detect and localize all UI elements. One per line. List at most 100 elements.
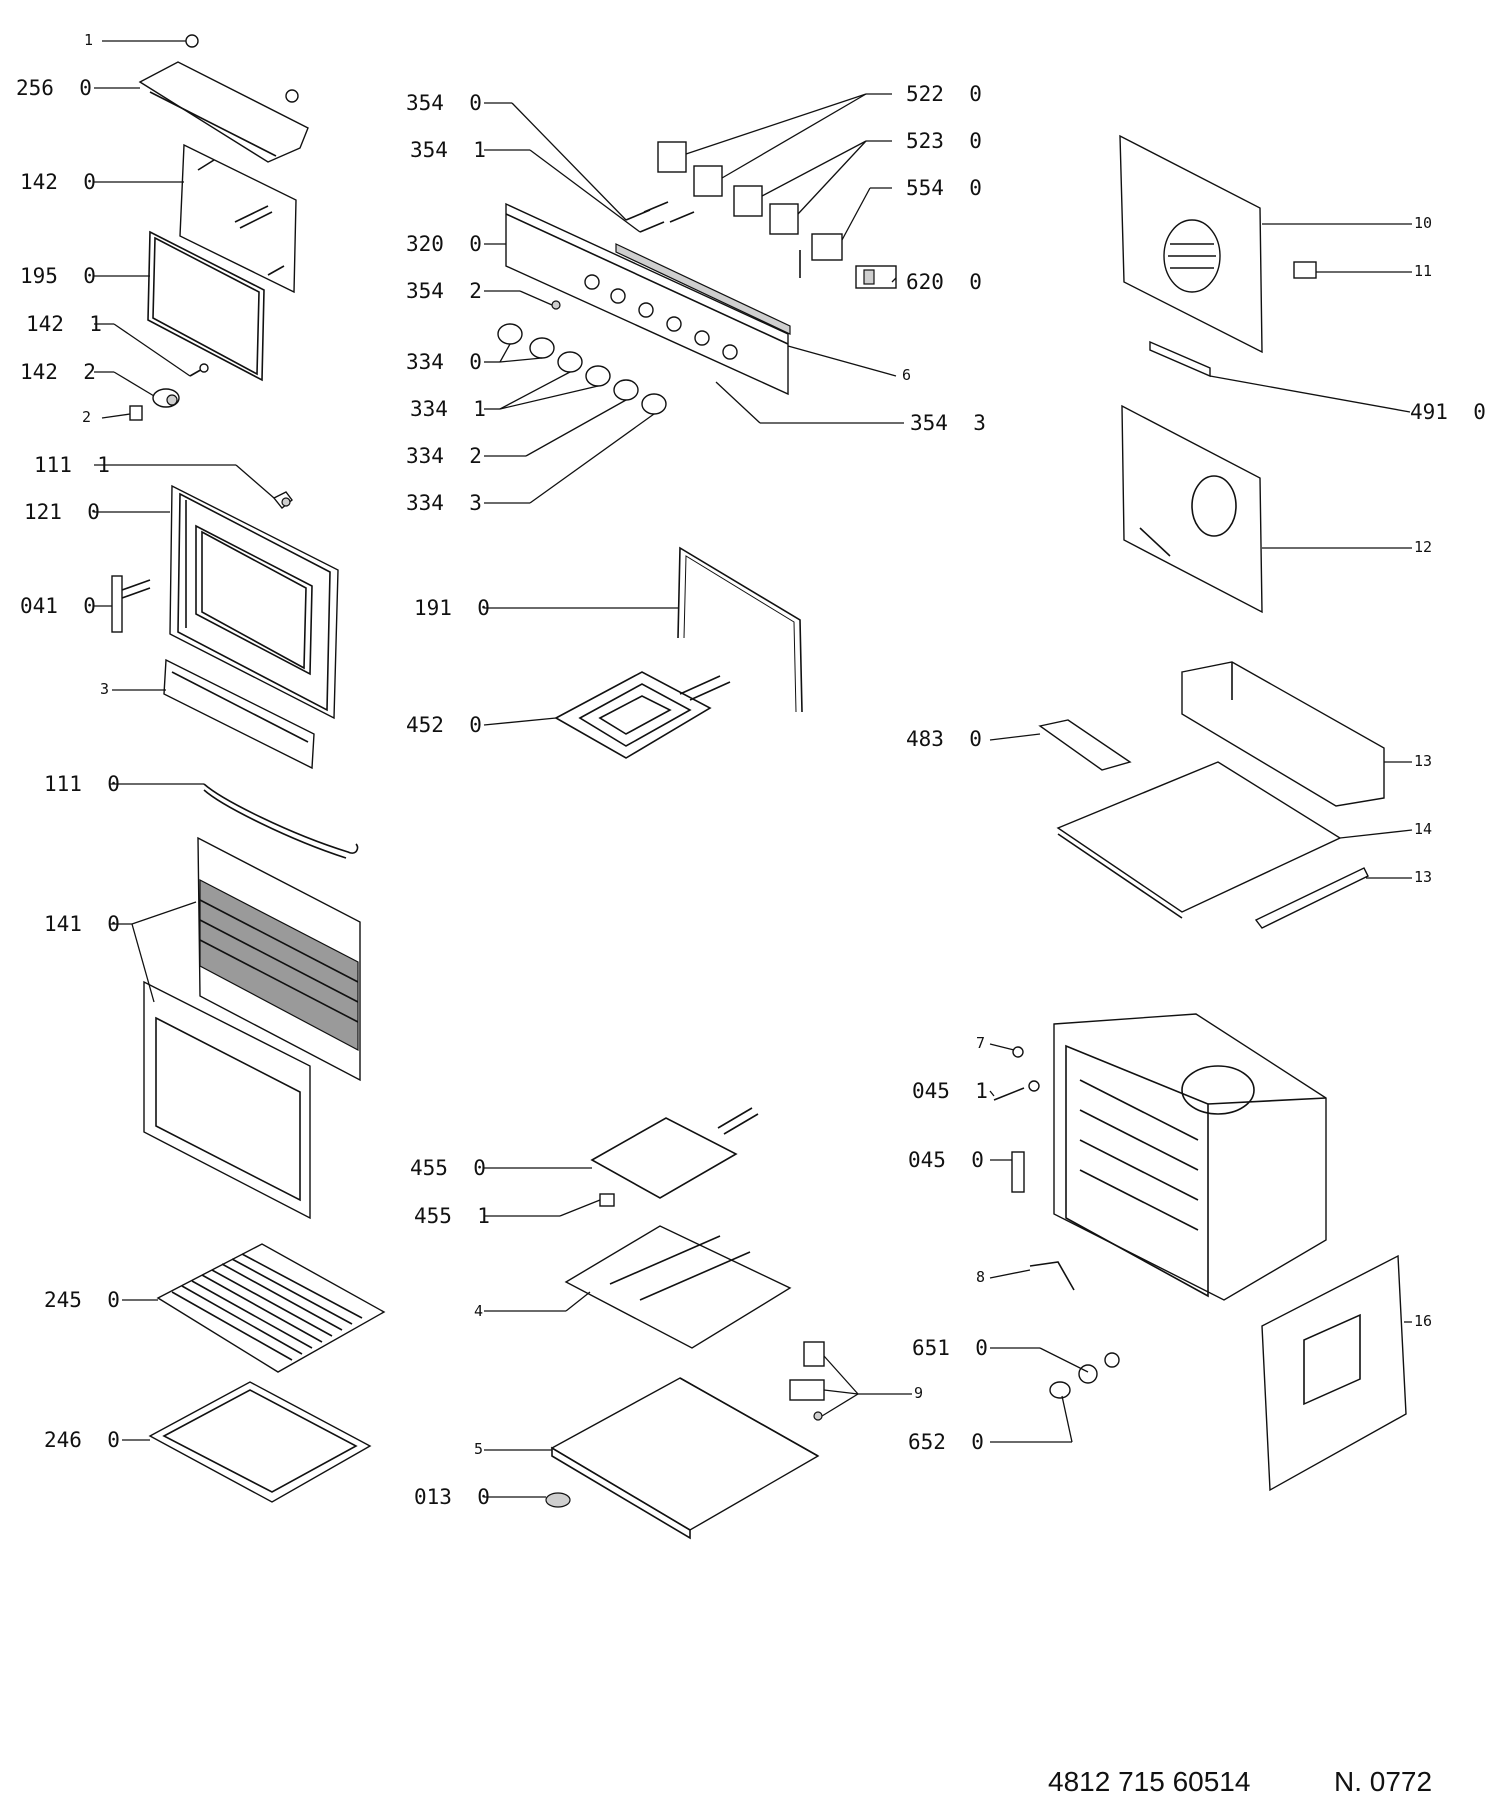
- callout-142-0: 142 0: [20, 170, 96, 194]
- part-knob-334-2: [613, 379, 639, 401]
- part-screw-1: [185, 34, 199, 48]
- part-clip-2: [129, 405, 143, 421]
- callout-354-1: 354 1: [410, 138, 486, 162]
- callout-12: 12: [1414, 538, 1433, 556]
- part-outer-door-panel: [197, 836, 361, 1082]
- callout-5: 5: [474, 1440, 484, 1458]
- callout-245-0: 245 0: [44, 1288, 120, 1312]
- leader-lines: [94, 40, 1413, 1498]
- callout-142-2: 142 2: [20, 360, 96, 384]
- callout-14: 14: [1414, 820, 1433, 838]
- part-control-panel: [505, 202, 791, 396]
- callout-013-0: 013 0: [414, 1485, 490, 1509]
- part-thermostat-620: [855, 265, 897, 289]
- part-back-plate-16: [1261, 1254, 1407, 1492]
- part-switch-554: [799, 233, 843, 278]
- part-switch-block-523: [733, 185, 799, 235]
- part-knob-334-0: [497, 323, 555, 359]
- part-element-clip-455-1: [599, 1193, 615, 1207]
- part-door-hinge: [111, 575, 151, 633]
- part-outer-door-glass: [143, 980, 311, 1220]
- callout-111-1: 111 1: [34, 453, 110, 477]
- part-045-0: [1011, 1151, 1025, 1193]
- callout-354-2: 354 2: [406, 279, 482, 303]
- callout-320-0: 320 0: [406, 232, 482, 256]
- part-oven-rack: [156, 1243, 386, 1373]
- part-knob-334-1: [557, 351, 611, 387]
- callout-13-top: 13: [1414, 752, 1433, 770]
- part-glass-screw: [189, 363, 209, 377]
- callout-334-1: 334 1: [410, 397, 486, 421]
- callout-523-0: 523 0: [906, 129, 982, 153]
- callout-455-1: 455 1: [414, 1204, 490, 1228]
- part-terminal-491: [1149, 340, 1211, 378]
- part-switch-block-522: [657, 141, 723, 197]
- callout-6: 6: [902, 366, 912, 384]
- callout-045-0: 045 0: [908, 1148, 984, 1172]
- callout-522-0: 522 0: [906, 82, 982, 106]
- part-grill-element: [554, 671, 731, 759]
- callout-334-2: 334 2: [406, 444, 482, 468]
- part-strip-13: [1254, 867, 1369, 929]
- callout-121-0: 121 0: [24, 500, 100, 524]
- part-8: [1029, 1261, 1075, 1291]
- callout-354-0: 354 0: [406, 91, 482, 115]
- part-7: [1012, 1046, 1024, 1058]
- callout-11: 11: [1414, 262, 1433, 280]
- callout-483-0: 483 0: [906, 727, 982, 751]
- callout-2: 2: [82, 408, 92, 426]
- callout-1: 1: [84, 31, 94, 49]
- callout-354-3: 354 3: [910, 411, 986, 435]
- callout-620-0: 620 0: [906, 270, 982, 294]
- part-indicator-354-2: [551, 300, 561, 310]
- part-lamp-assembly-9: [789, 1341, 825, 1421]
- part-bottom-element: [590, 1107, 759, 1199]
- part-fan-housing: [1121, 404, 1263, 614]
- callout-9: 9: [914, 1384, 924, 1402]
- part-lamp-651: [1078, 1352, 1120, 1384]
- part-door-bottom-strip: [163, 658, 315, 770]
- callout-041-0: 041 0: [20, 594, 96, 618]
- part-door-handle: [203, 783, 359, 859]
- part-fan-back-panel: [1119, 134, 1263, 354]
- document-code: 4812 715 60514: [1048, 1766, 1251, 1797]
- callout-3: 3: [100, 680, 110, 698]
- callout-13-strip: 13: [1414, 868, 1433, 886]
- callout-652-0: 652 0: [908, 1430, 984, 1454]
- part-inner-door: [169, 484, 339, 720]
- part-base-plate-5: [550, 1377, 820, 1540]
- callout-246-0: 246 0: [44, 1428, 120, 1452]
- callout-195-0: 195 0: [20, 264, 96, 288]
- part-045-1: [993, 1080, 1040, 1101]
- part-11: [1293, 261, 1317, 279]
- part-lamp-652: [1049, 1381, 1071, 1399]
- part-door-top-trim: [138, 61, 309, 163]
- part-switch-rods: [625, 201, 695, 233]
- part-oven-seal: [677, 546, 803, 713]
- callout-142-1: 142 1: [26, 312, 102, 336]
- callout-256-0: 256 0: [16, 76, 92, 100]
- callout-141-0: 141 0: [44, 912, 120, 936]
- sheet-number: N. 0772: [1334, 1766, 1433, 1797]
- callout-10: 10: [1414, 214, 1433, 232]
- part-glass-frame: [147, 230, 265, 382]
- callout-8: 8: [976, 1268, 986, 1286]
- part-oven-cavity: [1053, 1013, 1327, 1301]
- callout-334-0: 334 0: [406, 350, 482, 374]
- callout-7: 7: [976, 1034, 986, 1052]
- part-drip-tray: [148, 1381, 372, 1503]
- part-foot: [545, 1492, 571, 1508]
- callout-111-0: 111 0: [44, 772, 120, 796]
- part-483: [1038, 719, 1132, 771]
- part-inner-glass: [179, 143, 297, 294]
- part-bottom-cover-4: [564, 1225, 792, 1349]
- callout-334-3: 334 3: [406, 491, 482, 515]
- callout-651-0: 651 0: [912, 1336, 988, 1360]
- callout-4: 4: [474, 1302, 484, 1320]
- callout-16: 16: [1414, 1312, 1433, 1330]
- part-top-cover-13: [1181, 661, 1385, 807]
- part-top-plate-14: [1056, 761, 1342, 919]
- callout-452-0: 452 0: [406, 713, 482, 737]
